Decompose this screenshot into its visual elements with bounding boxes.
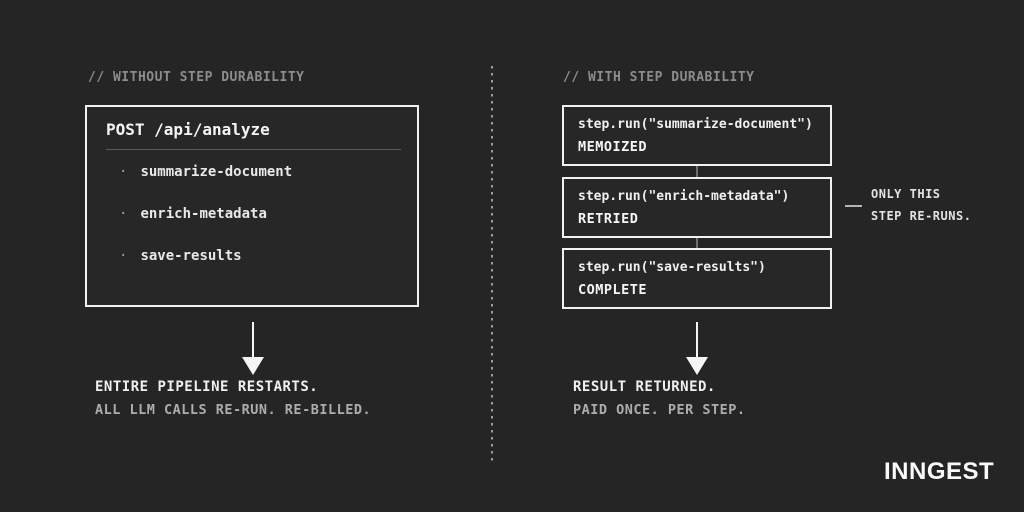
arrow-shaft [696,322,698,358]
vertical-dotted-divider [491,66,493,464]
api-task-item: · summarize-document [119,164,292,180]
arrow-shaft [252,322,254,358]
step-code: step.run("save-results") [578,260,766,275]
step-box-summarize: step.run("summarize-document") MEMOIZED [562,105,832,166]
left-result-subtitle: ALL LLM CALLS RE-RUN. RE-BILLED. [95,402,372,418]
api-endpoint-title: POST /api/analyze [106,120,270,139]
step-code: step.run("summarize-document") [578,117,813,132]
step-connector-line [696,166,698,177]
api-task-label: summarize-document [140,164,293,180]
step-status: RETRIED [578,211,639,227]
bullet-glyph: · [119,164,128,180]
step-connector-line [696,238,698,248]
api-task-item: · enrich-metadata [119,206,267,222]
annotation-text-line1: ONLY THIS [871,187,941,201]
step-code: step.run("enrich-metadata") [578,189,790,204]
step-status: MEMOIZED [578,139,648,155]
left-panel-heading: // WITHOUT STEP DURABILITY [88,70,305,85]
annotation-text-line2: STEP RE-RUNS. [871,209,972,223]
left-result-title: ENTIRE PIPELINE RESTARTS. [95,379,319,395]
step-status: COMPLETE [578,282,648,298]
api-task-label: save-results [140,248,242,264]
step-box-enrich: step.run("enrich-metadata") RETRIED [562,177,832,238]
arrow-head [242,357,264,375]
bullet-glyph: · [119,206,128,222]
api-box-divider [106,149,401,150]
bullet-glyph: · [119,248,128,264]
annotation-dash-line [845,205,862,207]
right-result-title: RESULT RETURNED. [573,379,716,395]
api-task-label: enrich-metadata [140,206,267,222]
step-box-save: step.run("save-results") COMPLETE [562,248,832,309]
right-result-subtitle: PAID ONCE. PER STEP. [573,402,746,418]
right-panel-heading: // WITH STEP DURABILITY [563,70,755,85]
inngest-logo: INNGEST [884,458,995,485]
arrow-head [686,357,708,375]
api-request-box: POST /api/analyze · summarize-document · e… [85,105,419,307]
api-task-item: · save-results [119,248,242,264]
